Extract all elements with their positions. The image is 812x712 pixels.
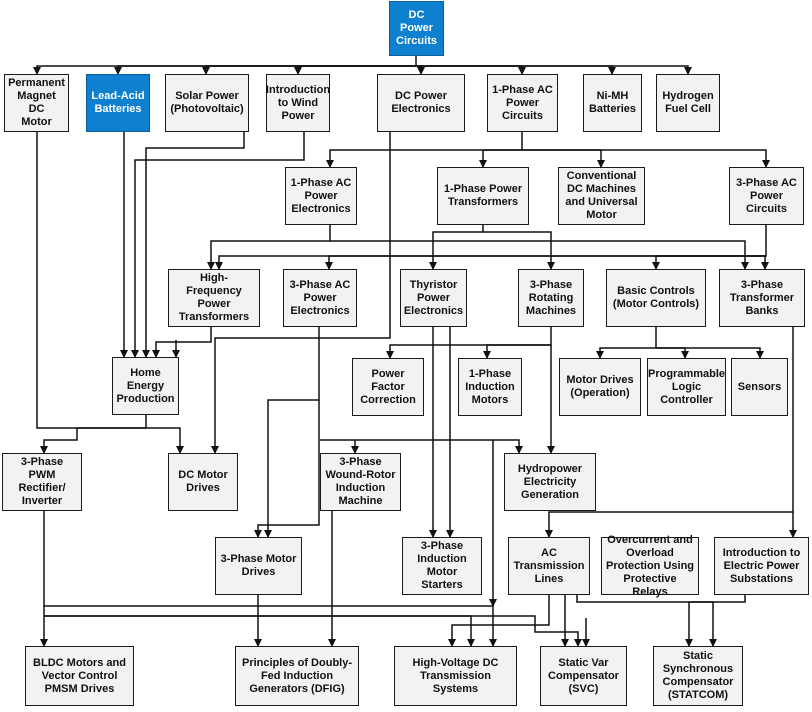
- connector-line: [114, 65, 416, 75]
- node-3ph-pwm-rectifier-inverter[interactable]: 3-Phase PWM Rectifier/ Inverter: [2, 453, 82, 511]
- node-bldc-pmsm-drives[interactable]: BLDC Motors and Vector Control PMSM Driv…: [25, 646, 134, 706]
- node-dfig-principles[interactable]: Principles of Doubly- Fed Induction Gene…: [235, 646, 359, 706]
- node-dc-motor-drives[interactable]: DC Motor Drives: [168, 453, 238, 511]
- connector-line: [416, 65, 526, 75]
- connector-line: [429, 225, 484, 270]
- connector-line: [142, 132, 245, 358]
- connector-line: [264, 327, 320, 538]
- connector-line: [44, 615, 475, 647]
- node-1ph-power-transformers[interactable]: 1-Phase Power Transformers: [437, 167, 529, 225]
- node-motor-drives-operation[interactable]: Motor Drives (Operation): [559, 358, 641, 416]
- connector-line: [416, 65, 616, 75]
- connector-line: [294, 65, 416, 75]
- node-hf-power-transformers[interactable]: High-Frequency Power Transformers: [168, 269, 260, 327]
- node-pm-dc-motor[interactable]: Permanent Magnet DC Motor: [4, 74, 69, 132]
- connector-line: [386, 327, 552, 359]
- connector-line: [761, 255, 769, 270]
- node-overcurrent-protection[interactable]: Overcurrent and Overload Protection Usin…: [601, 534, 699, 598]
- node-1ph-ac-power-circuits[interactable]: 1-Phase AC Power Circuits: [487, 74, 558, 132]
- node-hvdc-transmission[interactable]: High-Voltage DC Transmission Systems: [394, 646, 517, 706]
- connector-line: [211, 132, 391, 454]
- node-3ph-transformer-banks[interactable]: 3-Phase Transformer Banks: [719, 269, 805, 327]
- node-power-factor-correction[interactable]: Power Factor Correction: [352, 358, 424, 416]
- node-hydrogen-fuel-cell[interactable]: Hydrogen Fuel Cell: [656, 74, 720, 132]
- node-lead-acid-batteries[interactable]: Lead-Acid Batteries: [86, 74, 150, 132]
- connector-line: [326, 132, 523, 168]
- node-3ph-induction-motor-starters[interactable]: 3-Phase Induction Motor Starters: [402, 537, 482, 595]
- connector-line: [330, 240, 749, 270]
- connector-line: [483, 231, 555, 270]
- connector-line: [545, 327, 794, 538]
- connector-line: [254, 400, 320, 538]
- node-home-energy-production[interactable]: Home Energy Production: [112, 357, 179, 415]
- node-3ph-rotating-machines[interactable]: 3-Phase Rotating Machines: [518, 269, 584, 327]
- node-1ph-induction-motors[interactable]: 1-Phase Induction Motors: [458, 358, 522, 416]
- connector-line: [44, 615, 582, 647]
- connector-line: [416, 65, 425, 75]
- connector-line: [656, 347, 764, 359]
- connector-line: [448, 595, 550, 647]
- node-3ph-wound-rotor-induction-machine[interactable]: 3-Phase Wound-Rotor Induction Machine: [320, 453, 401, 511]
- connector-line: [483, 344, 551, 359]
- connector-line: [522, 149, 605, 168]
- node-solar-power[interactable]: Solar Power (Photovoltaic): [165, 74, 249, 132]
- connector-line: [325, 255, 766, 270]
- connector-line: [33, 56, 417, 75]
- node-programmable-logic-controller[interactable]: Programmable Logic Controller: [647, 358, 726, 416]
- connector-line: [207, 225, 331, 270]
- connector-line: [652, 255, 766, 270]
- node-thyristor-power-electronics[interactable]: Thyristor Power Electronics: [400, 269, 467, 327]
- connector-line: [131, 132, 305, 358]
- connector-line: [43, 511, 497, 647]
- connector-line: [416, 65, 692, 75]
- node-statcom[interactable]: Static Synchronous Compensator (STATCOM): [653, 646, 743, 706]
- node-static-var-compensator[interactable]: Static Var Compensator (SVC): [540, 646, 627, 706]
- node-sensors[interactable]: Sensors: [731, 358, 788, 416]
- node-ac-transmission-lines[interactable]: AC Transmission Lines: [508, 537, 590, 595]
- node-conventional-dc-machines[interactable]: Conventional DC Machines and Universal M…: [558, 167, 645, 225]
- node-dc-power-circuits[interactable]: DC Power Circuits: [389, 1, 444, 56]
- node-1ph-ac-power-electronics[interactable]: 1-Phase AC Power Electronics: [285, 167, 357, 225]
- connector-line: [685, 595, 746, 647]
- node-3ph-ac-power-electronics[interactable]: 3-Phase AC Power Electronics: [283, 269, 357, 327]
- connector-line: [152, 327, 212, 358]
- node-basic-controls[interactable]: Basic Controls (Motor Controls): [606, 269, 706, 327]
- node-wind-power[interactable]: Introduction to Wind Power: [266, 74, 330, 132]
- node-3ph-ac-power-circuits[interactable]: 3-Phase AC Power Circuits: [729, 167, 804, 225]
- node-electric-power-substations[interactable]: Introduction to Electric Power Substatio…: [714, 537, 809, 595]
- node-3ph-motor-drives[interactable]: 3-Phase Motor Drives: [215, 537, 302, 595]
- connector-line: [320, 439, 523, 454]
- node-hydropower-generation[interactable]: Hydropower Electricity Generation: [504, 453, 596, 511]
- connector-line: [656, 347, 689, 359]
- connector-line: [596, 327, 657, 359]
- node-dc-power-electronics[interactable]: DC Power Electronics: [377, 74, 465, 132]
- node-nimh-batteries[interactable]: Ni-MH Batteries: [583, 74, 642, 132]
- connector-line: [576, 595, 717, 647]
- connector-line: [522, 149, 770, 168]
- connector-line: [202, 65, 416, 75]
- connector-line: [40, 415, 147, 454]
- connector-line: [479, 149, 522, 168]
